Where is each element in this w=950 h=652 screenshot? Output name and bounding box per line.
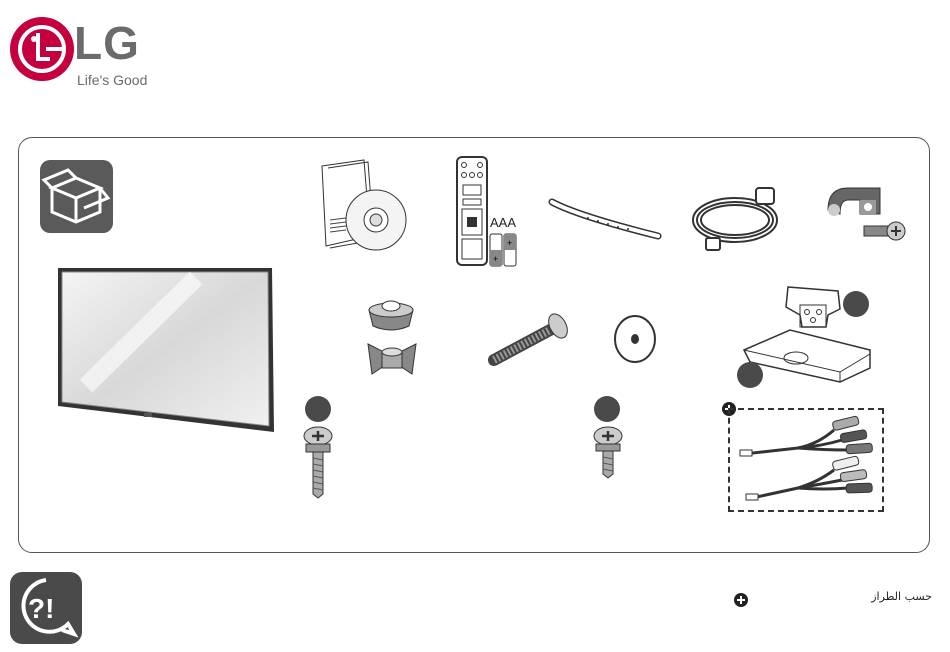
screw-icon-left bbox=[302, 426, 334, 498]
power-cord-icon bbox=[690, 182, 790, 252]
stand-base-badge bbox=[737, 362, 763, 388]
tv-illustration bbox=[56, 266, 276, 436]
stand-body-badge bbox=[843, 291, 869, 317]
logo-wordmark: LG bbox=[74, 18, 140, 68]
model-note-text: حسب الطراز bbox=[860, 590, 932, 604]
svg-text:+: + bbox=[507, 238, 512, 248]
cable-holder-icon bbox=[548, 196, 663, 246]
screw-badge-left bbox=[305, 396, 331, 422]
batteries-icon: + + bbox=[488, 232, 522, 268]
component-cable-icon bbox=[738, 456, 878, 501]
screw-badge-right bbox=[594, 396, 620, 422]
help-question-icon: ?! bbox=[10, 572, 82, 644]
av-cable-icon bbox=[738, 414, 878, 459]
stand-bolt-icon bbox=[488, 308, 578, 368]
svg-text:?!: ?! bbox=[28, 593, 54, 624]
washer-icon bbox=[610, 314, 660, 364]
battery-label: AAA bbox=[490, 216, 516, 230]
logo-tagline: Life's Good bbox=[77, 71, 147, 89]
wing-nut-icon bbox=[362, 340, 422, 380]
wall-clamp-icon bbox=[820, 180, 910, 255]
manual-cd-icon bbox=[320, 160, 410, 250]
screw-icon-right bbox=[592, 426, 624, 478]
note-plus-icon bbox=[733, 592, 749, 608]
package-box-icon bbox=[40, 160, 113, 233]
stand-base-nut-icon bbox=[365, 294, 417, 334]
svg-text:+: + bbox=[493, 254, 498, 264]
